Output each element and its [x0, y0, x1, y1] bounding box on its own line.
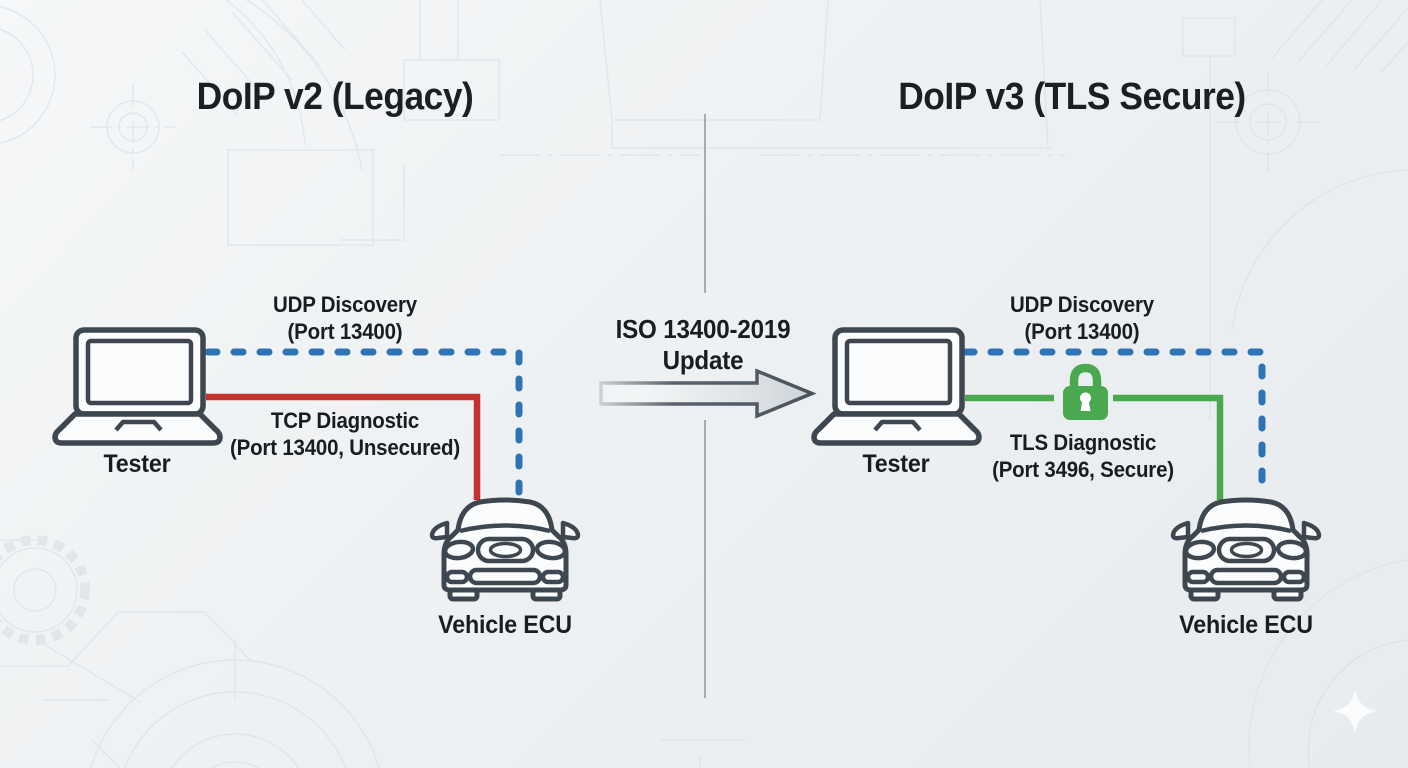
- vehicle-ecu-label-right: Vehicle ECU: [1179, 611, 1313, 639]
- transition-caption-line1: ISO 13400-2019: [615, 314, 791, 344]
- transition-caption-line2: Update: [662, 345, 744, 375]
- tcp-diagnostic-link: [206, 393, 481, 500]
- arrow-right-icon: [599, 368, 817, 419]
- tls-link-label-line1: TLS Diagnostic: [1009, 430, 1157, 455]
- sparkle-icon: [1333, 689, 1377, 733]
- udp-discovery-link-left: [204, 348, 523, 496]
- car-front-icon-right: [1173, 500, 1319, 599]
- udp-link-label-right-line2: (Port 13400): [1024, 319, 1140, 344]
- tls-link-label-line2: (Port 3496, Secure): [992, 457, 1174, 482]
- tester-label-left: Tester: [103, 450, 171, 478]
- vehicle-ecu-label-left: Vehicle ECU: [438, 611, 572, 639]
- car-front-icon-left: [432, 500, 578, 599]
- udp-discovery-link-right: [961, 348, 1266, 496]
- left-panel-title: DoIP v2 (Legacy): [196, 76, 474, 118]
- padlock-icon: [1063, 363, 1108, 420]
- right-panel-title: DoIP v3 (TLS Secure): [898, 76, 1246, 118]
- tcp-link-label-line2: (Port 13400, Unsecured): [230, 435, 460, 460]
- transition-caption: ISO 13400-2019 Update: [564, 314, 843, 376]
- tcp-link-label-line1: TCP Diagnostic: [270, 408, 420, 433]
- udp-link-label-left-line2: (Port 13400): [287, 319, 403, 344]
- tester-label-right: Tester: [862, 450, 930, 478]
- tls-diagnostic-link: [965, 394, 1224, 500]
- tcp-link-label: TCP Diagnostic (Port 13400, Unsecured): [159, 407, 531, 461]
- udp-link-label-right-line1: UDP Discovery: [1010, 292, 1154, 317]
- udp-link-label-right: UDP Discovery (Port 13400): [896, 291, 1268, 345]
- udp-link-label-left-line1: UDP Discovery: [273, 292, 417, 317]
- tls-link-label: TLS Diagnostic (Port 3496, Secure): [897, 429, 1269, 483]
- udp-link-label-left: UDP Discovery (Port 13400): [159, 291, 531, 345]
